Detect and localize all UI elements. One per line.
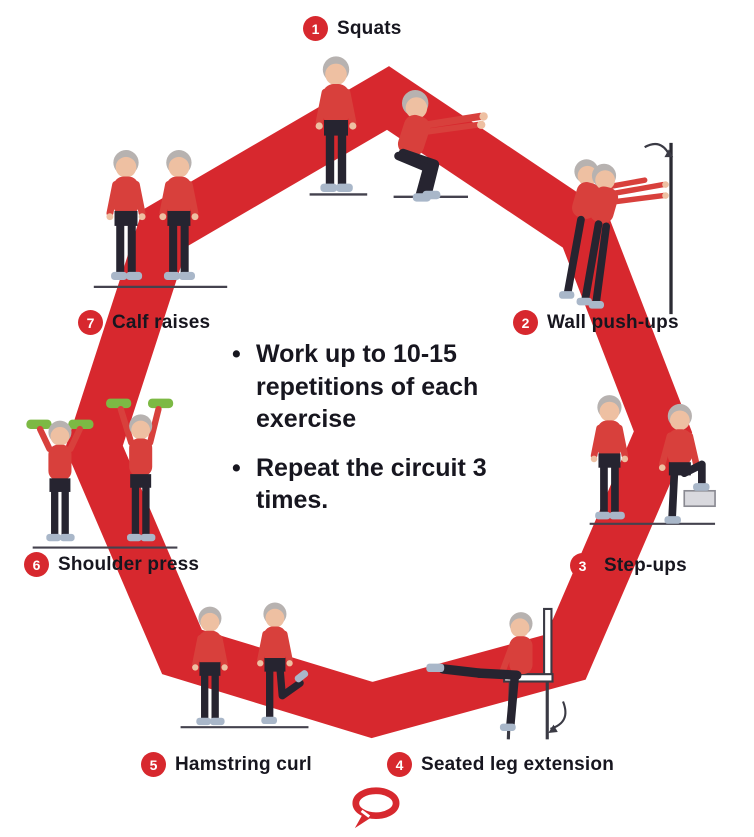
- instruction-item: Repeat the circuit 3 times.: [232, 452, 547, 517]
- seated-leg-extension-figure: [426, 607, 567, 740]
- station-wall-pushups: [548, 136, 682, 326]
- exercise-number-badge: 7: [78, 310, 103, 335]
- station-stepups: [574, 372, 723, 542]
- label-shoulder-press: 6 Shoulder press: [24, 552, 199, 577]
- label-seated-leg-extension: 4 Seated leg extension: [387, 752, 614, 777]
- stepping-figure: [658, 403, 716, 524]
- wall-pushups-figure: [558, 142, 674, 315]
- dumbbell: [106, 398, 132, 409]
- exercise-label: Seated leg extension: [421, 753, 615, 775]
- exercise-number-badge: 2: [513, 310, 538, 335]
- motion-arrow: [550, 701, 567, 730]
- station-shoulder-press: [18, 390, 191, 558]
- exercise-number-badge: 6: [24, 552, 49, 577]
- shoulder-press-figure: [26, 398, 178, 549]
- exercise-number-badge: 1: [303, 16, 328, 41]
- exercise-label: Shoulder press: [58, 553, 200, 575]
- calf-raises-figure: [93, 144, 228, 288]
- exercise-label: Squats: [337, 17, 402, 39]
- instructions-list: Work up to 10-15 repetitions of each exe…: [232, 338, 547, 517]
- seated-figure: [426, 612, 533, 731]
- dumbbell: [68, 419, 94, 430]
- station-hamstring-curl: [168, 578, 320, 743]
- exercise-number-badge: 3: [570, 553, 595, 578]
- exercise-label: Hamstring curl: [175, 753, 312, 775]
- instruction-item: Work up to 10-15 repetitions of each exe…: [232, 338, 547, 436]
- stepups-figure: [574, 372, 716, 525]
- exercise-number-badge: 4: [387, 752, 412, 777]
- station-calf-raises: [80, 144, 241, 299]
- squats-figure: [309, 48, 488, 202]
- curl-figure: [257, 602, 309, 725]
- station-squats: [288, 48, 516, 209]
- press-figure-low: [26, 419, 94, 542]
- motion-arrow: [644, 142, 670, 155]
- exercise-label: Step-ups: [604, 554, 687, 576]
- label-stepups: 3 Step-ups: [570, 553, 687, 578]
- station-seated-leg-extension: [420, 592, 583, 755]
- exercise-label: Wall push-ups: [547, 311, 679, 333]
- instructions: Work up to 10-15 repetitions of each exe…: [232, 338, 547, 533]
- press-figure-high: [106, 398, 174, 542]
- label-squats: 1 Squats: [303, 16, 402, 41]
- exercise-label: Calf raises: [112, 311, 211, 333]
- label-wall-pushups: 2 Wall push-ups: [513, 310, 679, 335]
- dumbbell: [26, 419, 52, 430]
- speech-bubble-logo: [352, 787, 400, 829]
- dumbbell: [148, 398, 174, 409]
- squatting-figure: [394, 90, 488, 202]
- leaning-figure-front: [576, 163, 669, 309]
- exercise-number-badge: 5: [141, 752, 166, 777]
- label-calf-raises: 7 Calf raises: [78, 310, 210, 335]
- hamstring-curl-figure: [180, 602, 309, 738]
- step-box: [683, 489, 716, 508]
- label-hamstring-curl: 5 Hamstring curl: [141, 752, 312, 777]
- leaning-figure-back: [558, 159, 648, 299]
